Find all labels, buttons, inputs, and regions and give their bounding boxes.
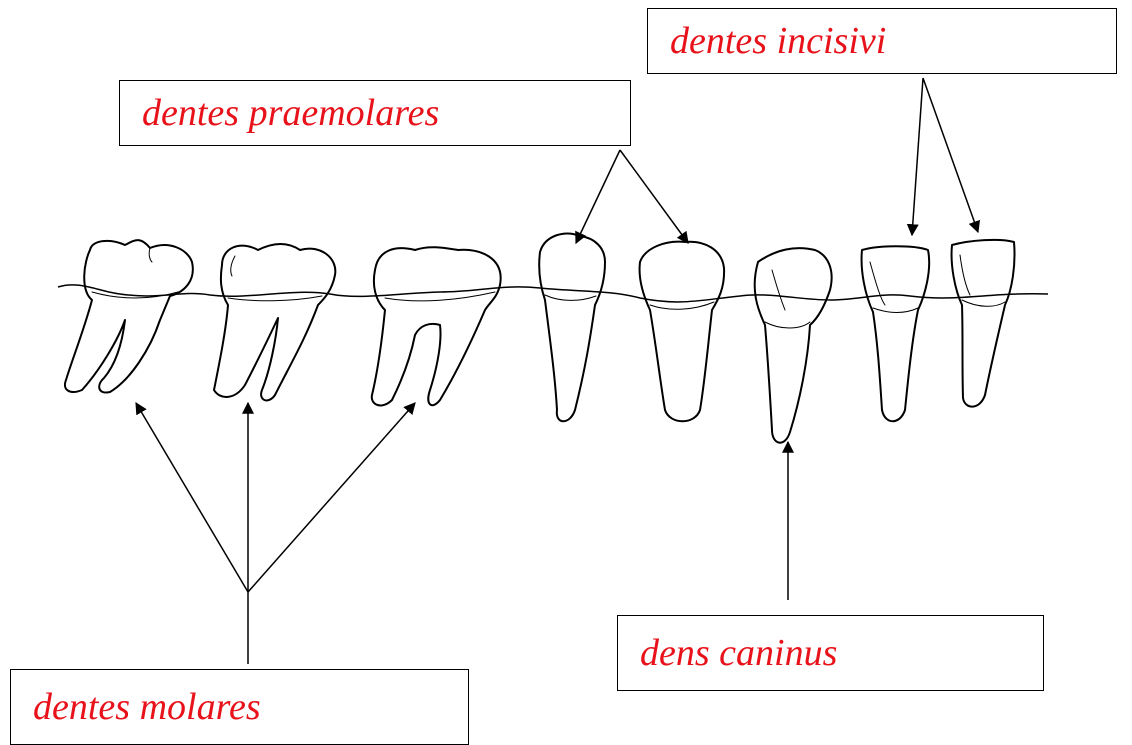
gum-line	[58, 285, 1048, 302]
molares-label: dentes molares	[33, 688, 261, 726]
caninus-label: dens caninus	[640, 634, 837, 672]
arrow-incisivi-1	[912, 78, 923, 235]
premolar-tooth-1	[539, 234, 605, 422]
arrow-incisivi-2	[923, 78, 978, 232]
caninus-label-box: dens caninus	[617, 615, 1044, 691]
arrow-praemolares-1	[576, 150, 620, 243]
molar-tooth-3	[372, 247, 501, 405]
molares-label-box: dentes molares	[10, 669, 469, 745]
arrow-molares-3	[248, 403, 415, 592]
arrow-praemolares-2	[620, 150, 688, 243]
praemolares-label-box: dentes praemolares	[119, 80, 631, 146]
molar-tooth-1	[65, 240, 193, 392]
incisor-tooth-1	[862, 246, 930, 421]
arrow-molares-1	[136, 403, 248, 592]
premolar-tooth-2	[640, 242, 725, 422]
incisivi-label: dentes incisivi	[670, 22, 886, 60]
canine-tooth	[755, 248, 832, 443]
incisivi-label-box: dentes incisivi	[647, 8, 1117, 74]
praemolares-label: dentes praemolares	[142, 94, 439, 132]
molar-tooth-2	[214, 244, 335, 401]
incisor-tooth-2	[952, 240, 1015, 407]
